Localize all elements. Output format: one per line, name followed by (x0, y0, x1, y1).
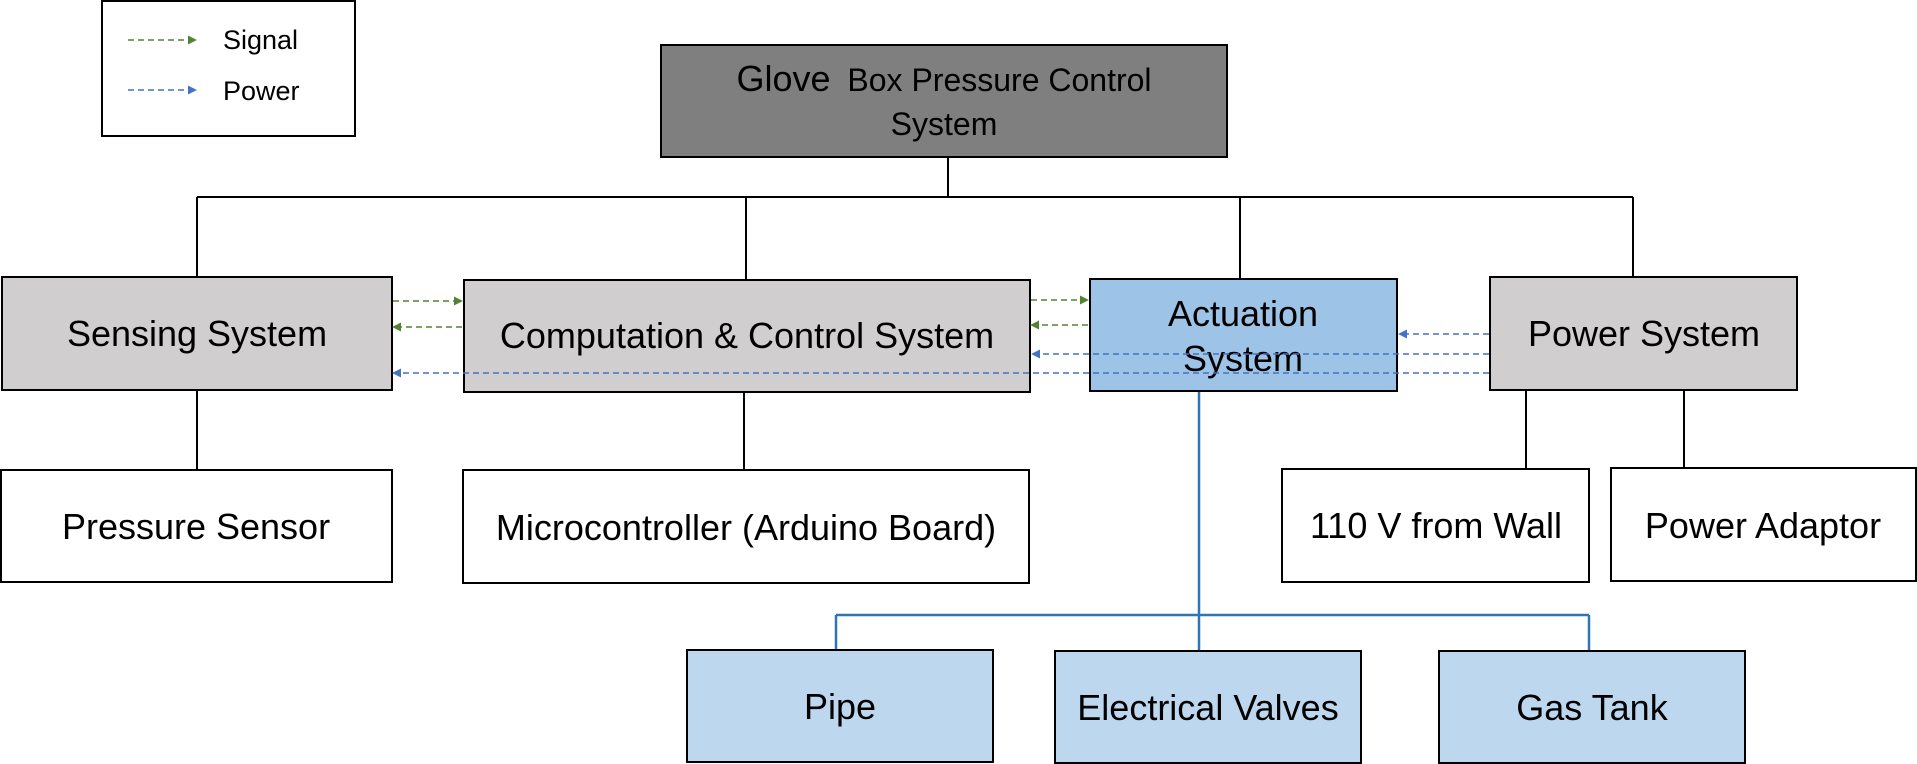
computation-control-box: Computation & Control System (463, 279, 1031, 393)
gas-tank-box: Gas Tank (1438, 650, 1746, 764)
power-adaptor-box: Power Adaptor (1610, 467, 1917, 582)
title-line2: System (891, 106, 998, 142)
actuation-system-label-line1: Actuation (1168, 293, 1318, 334)
computation-control-label: Computation & Control System (500, 315, 994, 356)
microcontroller-box: Microcontroller (Arduino Board) (462, 469, 1030, 584)
pipe-label: Pipe (804, 686, 876, 727)
wall-power-label: 110 V from Wall (1310, 505, 1562, 546)
power-arrows (392, 329, 1489, 378)
title-box: Glove Box Pressure Control System (660, 44, 1228, 158)
legend-power-label: Power (223, 76, 300, 106)
actuation-connectors (834, 392, 1591, 650)
actuation-system-label-line2: System (1183, 338, 1303, 379)
sensing-system-box: Sensing System (1, 276, 393, 391)
power-system-box: Power System (1489, 276, 1798, 391)
hierarchy-connectors (196, 158, 1685, 470)
power-system-label: Power System (1528, 313, 1760, 354)
title-rest: Box Pressure Control (847, 62, 1151, 98)
pipe-box: Pipe (686, 649, 994, 763)
wall-power-box: 110 V from Wall (1281, 468, 1590, 583)
svg-text:Glove Box Pressure Contr: Glove Box Pressure Control (736, 58, 1151, 99)
actuation-system-box: Actuation System (1089, 278, 1398, 392)
power-adaptor-label: Power Adaptor (1645, 505, 1881, 546)
legend: Signal Power (101, 0, 356, 137)
legend-signal-label: Signal (223, 25, 298, 55)
sensing-system-label: Sensing System (67, 313, 327, 354)
electrical-valves-box: Electrical Valves (1054, 650, 1362, 764)
pressure-sensor-box: Pressure Sensor (0, 469, 393, 583)
signal-arrows (392, 295, 1089, 332)
pressure-sensor-label: Pressure Sensor (62, 506, 330, 547)
electrical-valves-label: Electrical Valves (1077, 687, 1338, 728)
microcontroller-label: Microcontroller (Arduino Board) (496, 507, 996, 548)
gas-tank-label: Gas Tank (1516, 687, 1668, 728)
title-glove: Glove (736, 58, 830, 99)
